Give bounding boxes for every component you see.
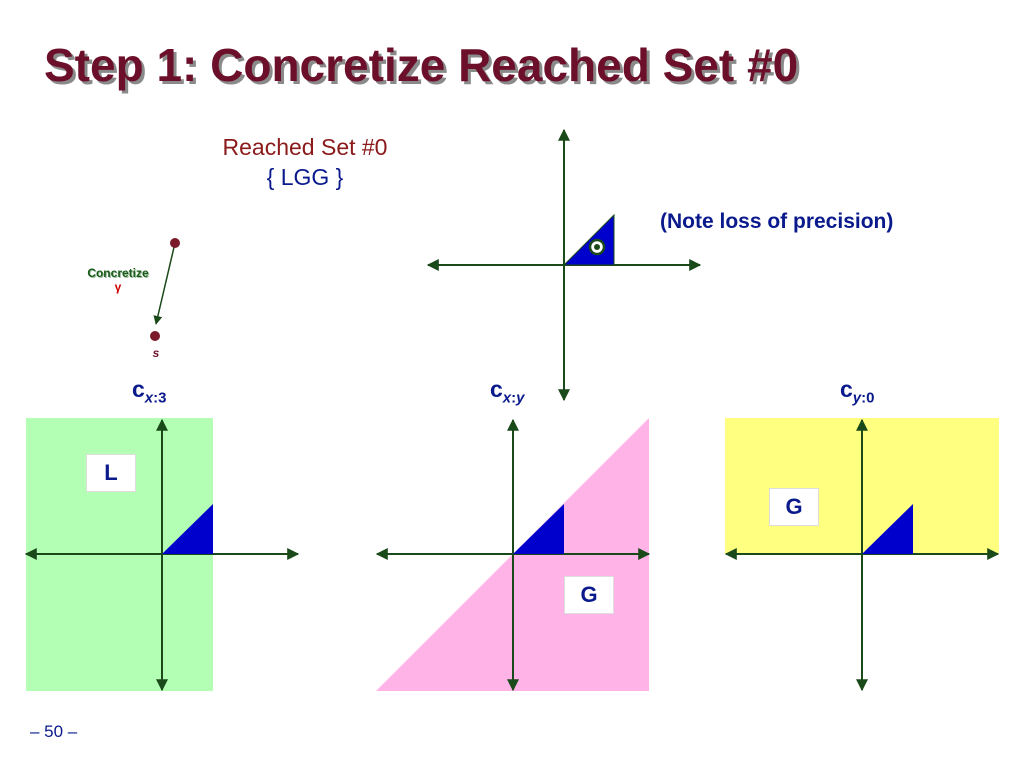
reached-set-value: { LGG } bbox=[266, 164, 344, 190]
cx3-c: c bbox=[132, 376, 145, 402]
cx3-var: x bbox=[144, 389, 154, 407]
cxy-value-box: G bbox=[564, 576, 614, 614]
cy0-c: c bbox=[840, 376, 853, 402]
state-point-center bbox=[594, 244, 600, 250]
top-abstract-triangle bbox=[562, 213, 615, 266]
cy0-caption: cy:0 bbox=[840, 376, 874, 407]
cxy-triangle bbox=[513, 504, 564, 554]
reached-set-label: Reached Set #0 bbox=[222, 134, 388, 160]
concrete-state-label: s bbox=[152, 346, 160, 360]
cxy-var2: y bbox=[516, 389, 525, 407]
cy0-value-box: G bbox=[769, 488, 819, 526]
cxy-sep: : bbox=[511, 389, 517, 407]
cx3-triangle bbox=[162, 504, 213, 554]
concretize-arrow bbox=[150, 238, 180, 341]
cxy-var: x bbox=[502, 389, 512, 407]
slide-title: Step 1: Concretize Reached Set #0 bbox=[44, 39, 799, 91]
cx3-axes bbox=[24, 418, 300, 692]
cx3-caption: cx:3 bbox=[132, 376, 166, 407]
cxy-caption: cx:y bbox=[490, 376, 524, 407]
cxy-c: c bbox=[490, 376, 503, 402]
cx3-rest: :3 bbox=[153, 389, 167, 407]
cx3-value-box: L bbox=[86, 454, 136, 492]
concretize-label: Concretize bbox=[87, 266, 149, 280]
cy0-triangle bbox=[862, 504, 913, 554]
gamma-symbol: γ bbox=[114, 280, 122, 294]
page-number: – 50 – bbox=[30, 722, 78, 741]
precision-note: (Note loss of precision) bbox=[660, 210, 894, 233]
cy0-rest: :0 bbox=[861, 389, 875, 407]
cy0-var: y bbox=[852, 389, 862, 407]
